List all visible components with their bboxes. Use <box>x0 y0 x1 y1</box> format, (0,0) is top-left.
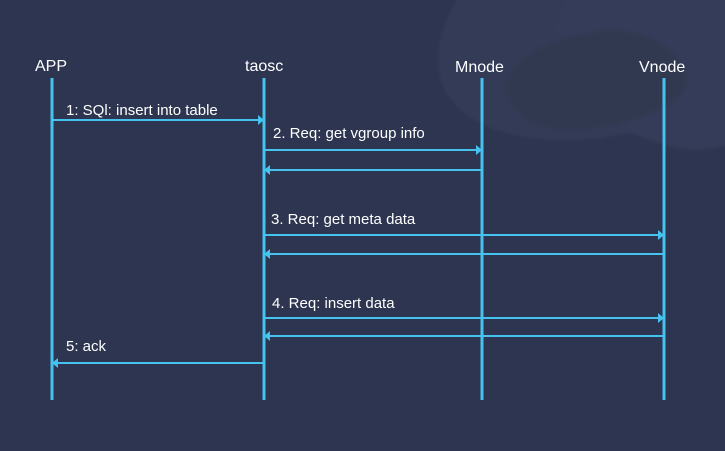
message-2 <box>264 145 482 175</box>
message-label-5: 5: ack <box>66 338 107 355</box>
message-return-arrowhead-4 <box>264 331 270 341</box>
message-arrowhead-1 <box>258 115 264 125</box>
participant-label-vnode: Vnode <box>639 59 686 76</box>
participant-label-app: APP <box>35 58 68 75</box>
message-return-arrowhead-2 <box>264 165 270 175</box>
message-label-1: 1: SQl: insert into table <box>66 102 218 119</box>
message-arrowhead-2 <box>476 145 482 155</box>
message-label-4: 4. Req: insert data <box>272 295 395 312</box>
message-4 <box>264 313 664 341</box>
message-1 <box>52 115 264 125</box>
message-label-2: 2. Req: get vgroup info <box>273 125 425 142</box>
message-arrowhead-3 <box>658 230 664 240</box>
message-return-arrowhead-3 <box>264 249 270 259</box>
message-arrowhead-4 <box>658 313 664 323</box>
message-arrowhead-5 <box>52 358 58 368</box>
messages-group <box>52 115 664 368</box>
participant-label-mnode: Mnode <box>455 59 504 76</box>
participant-label-taosc: taosc <box>245 58 284 75</box>
message-5 <box>52 358 264 368</box>
message-3 <box>264 230 664 259</box>
lifelines-group <box>50 78 666 400</box>
message-label-3: 3. Req: get meta data <box>271 211 416 228</box>
